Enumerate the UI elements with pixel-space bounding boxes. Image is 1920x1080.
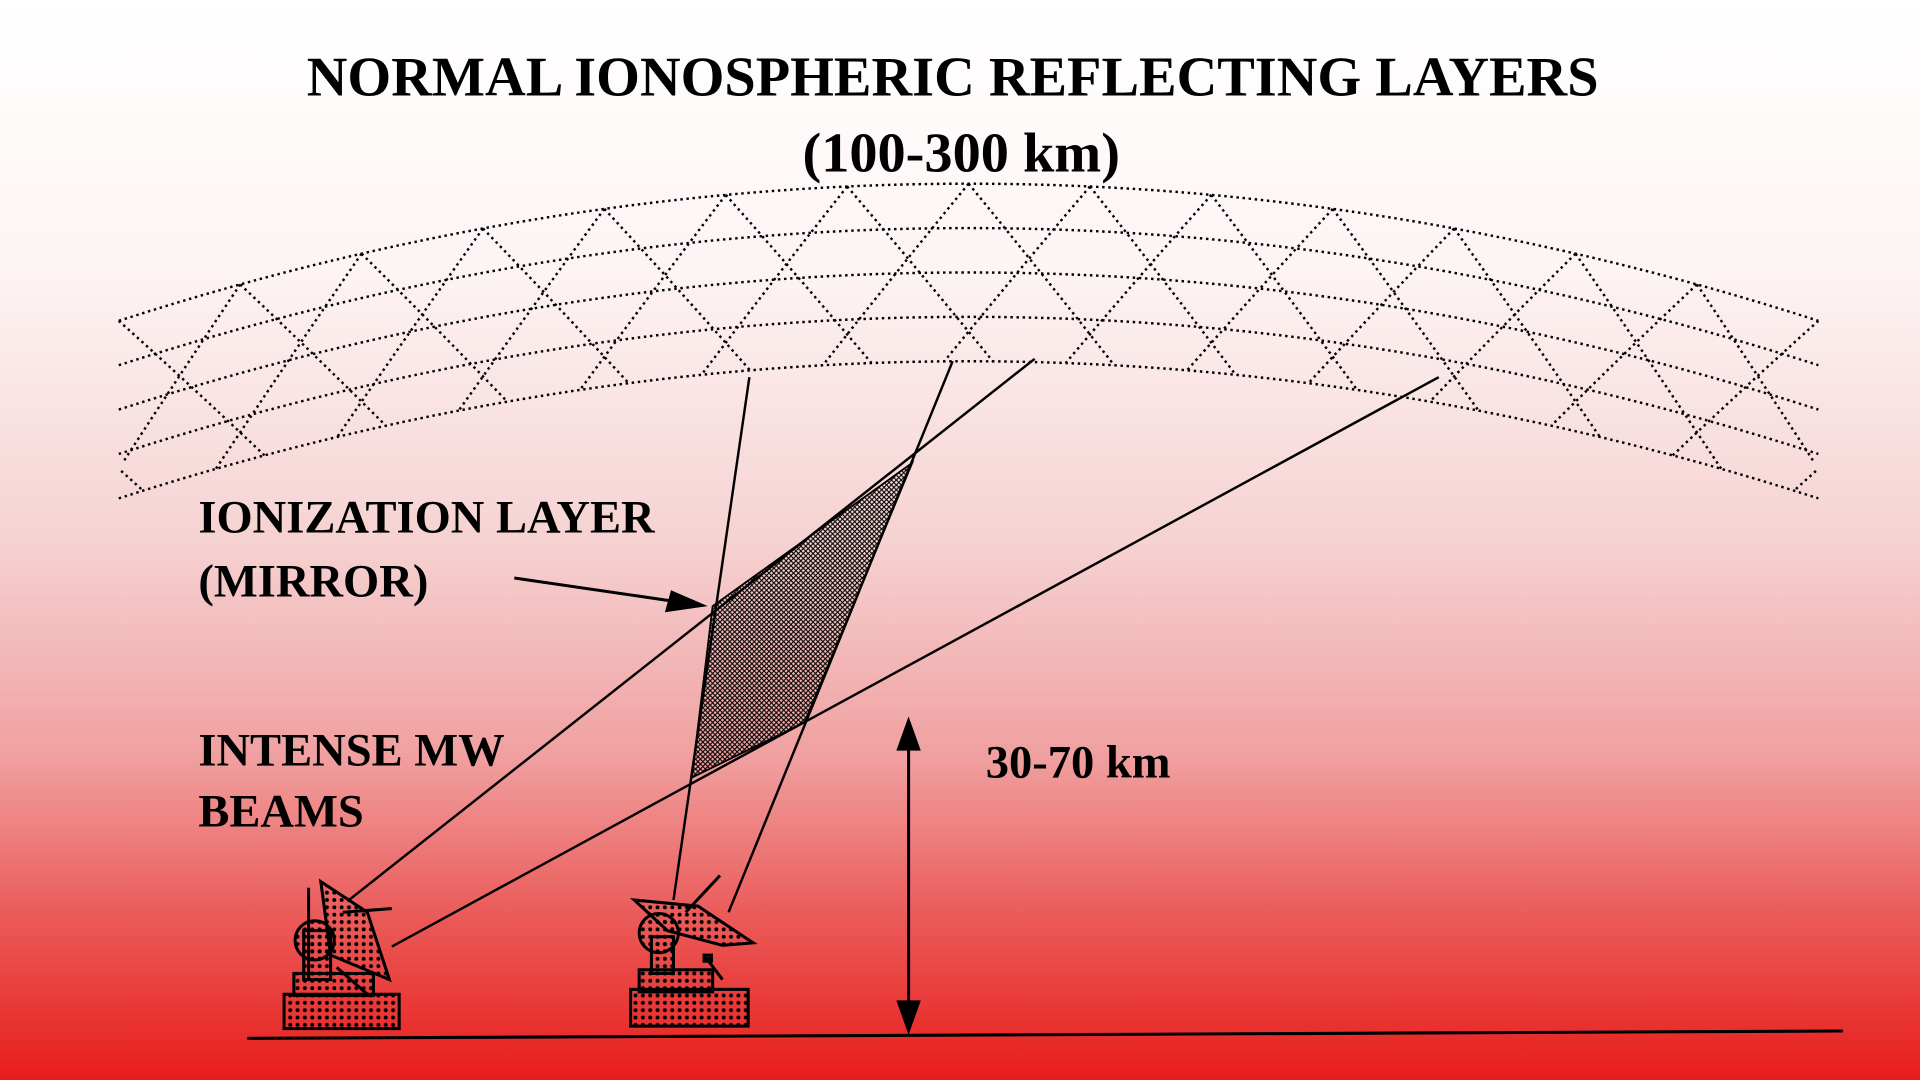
dome-grid-line [1671,319,1820,457]
dome-grid-line [360,252,509,403]
title: NORMAL IONOSPHERIC REFLECTING LAYERS [307,47,1599,109]
dome-grid-line [122,283,242,462]
altitude-arrow [896,716,921,1035]
ground-line [247,1029,1843,1040]
pointer-arrow [514,576,708,613]
dome-grid-line [603,208,751,372]
dome-grid-line [821,182,970,367]
dome-grid-line [118,271,1819,411]
dome-grid-line [700,185,849,376]
ionosphere-dome-lattice [117,182,1820,500]
dome-grid-line [943,185,1091,363]
dome-grid-line [1429,252,1577,403]
dome-grid-line [1574,252,1723,470]
dome-grid-line [1793,470,1817,492]
dome-grid-line [118,359,1819,500]
dome-grid-line [1210,194,1359,391]
beams-label-line2: BEAMS [198,787,363,838]
dome-grid-line [1331,208,1480,412]
dome-grid-line [120,470,144,492]
ionization-label-line2: (MIRROR) [198,556,428,607]
dome-grid-line [457,208,606,412]
dome-grid-line [967,182,1116,367]
dome-grid-line [214,252,363,470]
altitude-label: 30-70 km [986,738,1171,789]
antenna-left [282,878,401,1031]
dome-grid-line [1307,227,1456,384]
dome-grid-line [118,182,1819,322]
dome-grid-line [118,226,1819,367]
dome-grid-line [579,194,727,391]
dome-grid-line [117,319,266,457]
dome-grid-line [1186,208,1334,372]
antenna-right [629,874,758,1028]
ionization-label-line1: IONIZATION LAYER [198,493,655,544]
dome-grid-line [118,315,1819,456]
dome-grid-line [239,283,387,427]
beams-label-line1: INTENSE MW [198,725,504,776]
beam-line [348,357,1036,901]
dome-grid-line [1064,194,1213,364]
dome-grid-line [846,185,994,363]
dome-grid-line [1089,185,1237,376]
ionization-region [690,460,915,780]
dome-grid-line [1695,283,1815,462]
subtitle: (100-300 km) [802,122,1120,184]
dome-grid-line [482,227,630,384]
microwave-beams [348,357,1440,948]
beam-line [391,376,1440,948]
